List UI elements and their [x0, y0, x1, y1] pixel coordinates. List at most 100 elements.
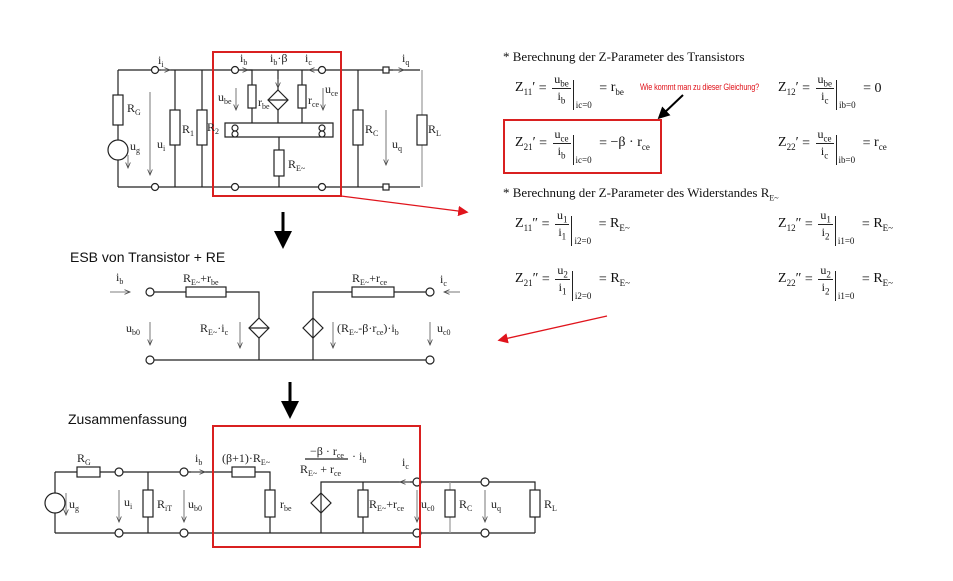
label-text: i [195, 451, 199, 465]
cond-part: =0 [846, 99, 856, 110]
n: u2 [555, 263, 570, 281]
d: ib [556, 89, 568, 105]
label-text: (β+1)·R [222, 451, 261, 465]
label-RiT: RiT [157, 497, 172, 513]
label-R1: R1 [182, 122, 194, 138]
lhs-part: ″ [795, 271, 802, 287]
label-subscript: c [225, 328, 229, 337]
label-subscript: b [243, 58, 247, 67]
label-subscript: c [443, 279, 447, 288]
label-subscript: ce [312, 100, 320, 109]
label-ui: ui [124, 495, 133, 511]
label-subscript: E~ [377, 504, 387, 513]
cond-part: b [841, 99, 847, 110]
rhs-part: R [610, 271, 620, 287]
label-text: u [130, 139, 136, 153]
label-subscript: b [362, 456, 366, 465]
label-text: R [200, 321, 208, 335]
esb-title: ESB von Transistor + RE [70, 249, 225, 265]
label-text: i [402, 51, 406, 65]
lhs-part: 11 [523, 87, 533, 98]
label-text: u [124, 495, 130, 509]
d: i2 [820, 225, 832, 241]
n-part: u [556, 208, 563, 222]
label-text: i [240, 51, 244, 65]
label-text: r [308, 93, 312, 107]
label-subscript: b [273, 58, 277, 67]
question-note: Wie kommt man zu dieser Gleichung? [640, 82, 760, 92]
cond-part: i [837, 235, 841, 246]
highlight-box-summary [212, 425, 421, 548]
n-part: ce [823, 133, 832, 144]
rhs-part: −β · r [610, 135, 642, 151]
rhs: rce [874, 135, 887, 152]
label-text: −β · r [310, 444, 337, 458]
label-text: u [157, 137, 163, 151]
d-part: c [824, 95, 829, 106]
lhs: Z21′ [515, 135, 536, 152]
n-part: u [817, 72, 824, 86]
label-ui: ui [157, 137, 166, 153]
cond-part: i [575, 154, 579, 165]
highlight-box-transistor [212, 51, 342, 197]
label-text: -β·r [358, 321, 376, 335]
cond-part: =0 [581, 235, 592, 246]
label-R_in: RE~+rbe [183, 271, 219, 287]
cond-part: =0 [581, 290, 592, 301]
rhs: RE~ [610, 271, 630, 288]
label-uq: uq [491, 497, 501, 513]
label-text: R [544, 497, 552, 511]
cond-part: =0 [582, 154, 592, 165]
label-uc0: uc0 [421, 497, 435, 513]
lhs-part: ″ [532, 271, 539, 287]
label-text: (R [337, 321, 349, 335]
label-RC: RC [365, 122, 378, 138]
label-text: u [325, 82, 331, 96]
label-text: u [392, 137, 398, 151]
cond-part: =0 [845, 154, 856, 165]
label-subscript: be [211, 278, 219, 287]
resistor-RG [112, 94, 124, 126]
label-text: r [258, 95, 262, 109]
d-part: b [560, 150, 566, 161]
label-text: R [207, 120, 215, 134]
d-part: 1 [561, 231, 567, 242]
label-subscript: C [373, 129, 378, 138]
label-subscript: L [436, 129, 441, 138]
n: ube [815, 72, 835, 90]
n-part: 2 [563, 269, 568, 280]
cond-part: 2 [577, 290, 582, 301]
esb-labels: ESB von Transistor + RE ib ic RE~+rbe RE… [70, 249, 451, 337]
summary-circuit [44, 425, 541, 548]
n-part: be [823, 78, 833, 89]
lhs: Z11″ [515, 216, 538, 233]
label-subscript: c [405, 462, 409, 471]
lhs-part: ″ [795, 216, 802, 232]
d-part: i [558, 225, 562, 240]
label-R_out: RE~+rce [352, 271, 388, 287]
label-subscript: E~ [360, 278, 370, 287]
label-ic: ic [305, 51, 312, 67]
label-subscript: q [405, 58, 409, 67]
label-subscript: ce [380, 278, 388, 287]
label-RL: RL [428, 122, 441, 138]
label-text: u [491, 497, 497, 511]
rhs-part: ce [641, 142, 650, 153]
label-subscript: E~ [208, 328, 218, 337]
lhs-part: 12 [786, 223, 796, 234]
d: i1 [556, 225, 568, 241]
label-subscript: q [497, 504, 501, 513]
lhs-part: Z [515, 135, 524, 151]
d-part: i [820, 144, 825, 159]
label-uce: uce [325, 82, 339, 98]
